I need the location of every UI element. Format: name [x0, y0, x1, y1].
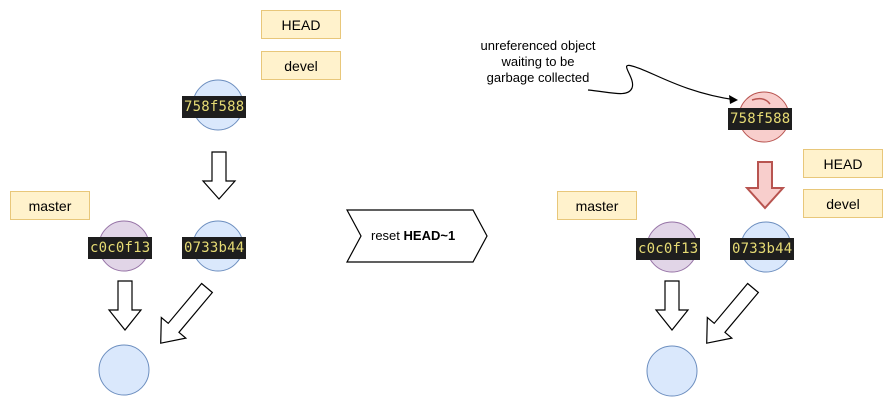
- reset-step-shape: [345, 209, 488, 263]
- parent-arrow-red: [744, 161, 786, 210]
- ref-label-devel: devel: [261, 51, 341, 80]
- ref-label-devel: devel: [803, 189, 883, 218]
- reset-command-target: HEAD~1: [403, 228, 456, 243]
- commit-hash-0733b44: 0733b44: [730, 238, 795, 260]
- commit-hash-c0c0f13: c0c0f13: [636, 238, 701, 260]
- ref-label-master: master: [10, 191, 90, 220]
- ref-label-head: HEAD: [261, 10, 341, 39]
- parent-arrow: [107, 280, 143, 331]
- ref-label-master: master: [557, 191, 637, 220]
- commit-hash-758f588: 758f588: [182, 96, 247, 118]
- note-connector: [587, 64, 737, 101]
- reset-command-label: reset HEAD~1: [371, 228, 455, 243]
- commit-node-root: [646, 345, 698, 397]
- commit-node-root: [98, 344, 150, 396]
- ref-label-head: HEAD: [803, 149, 883, 178]
- commit-hash-0733b44: 0733b44: [182, 237, 247, 259]
- parent-arrow: [706, 282, 760, 344]
- reset-command-prefix: reset: [371, 228, 404, 243]
- parent-arrow: [654, 280, 690, 331]
- parent-arrow: [160, 282, 214, 344]
- parent-arrow: [201, 151, 237, 200]
- garbage-collection-note: unreferenced object waiting to be garbag…: [480, 38, 596, 85]
- note-connector-arrowhead: [729, 95, 738, 104]
- commit-hash-758f588: 758f588: [728, 108, 793, 130]
- commit-hash-c0c0f13: c0c0f13: [88, 237, 153, 259]
